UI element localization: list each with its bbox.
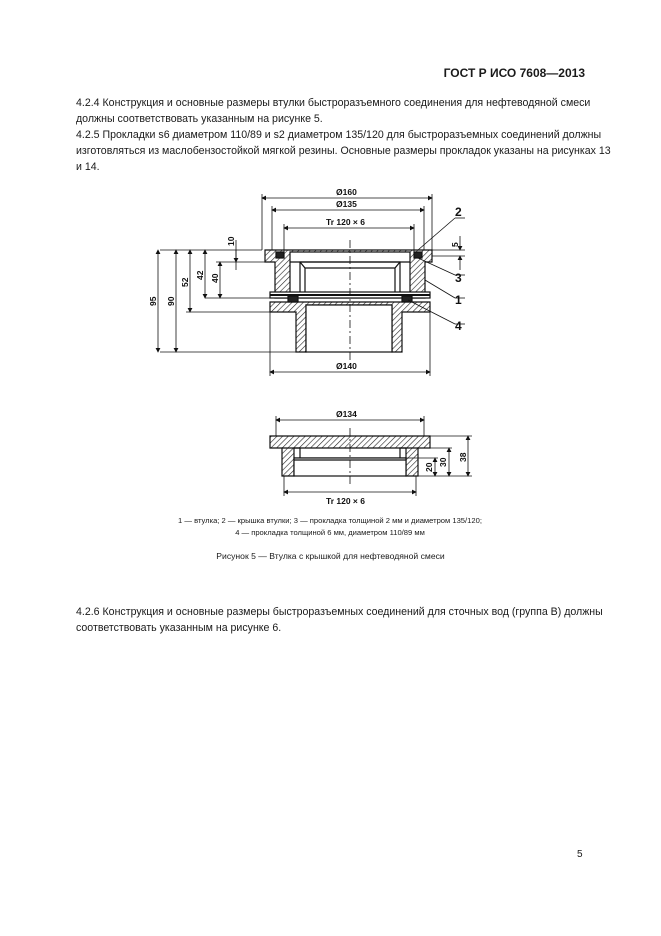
figure-legend: 1 — втулка; 2 — крышка втулки; 3 — прокл… [120,515,540,539]
assembly-view [264,240,433,360]
cap-dimensions [275,416,472,496]
dim-d134: Ø134 [336,409,357,419]
dim-52: 52 [180,277,190,287]
callout-1: 1 [455,293,462,307]
dim-5: 5 [450,242,460,247]
cap-view [269,428,431,484]
dim-thread-top: Tr 120 × 6 [326,217,365,227]
dim-30: 30 [438,457,448,467]
callout-3: 3 [455,271,462,285]
dim-95: 95 [148,296,158,306]
paragraph-4-2-6: 4.2.6 Конструкция и основные размеры быс… [76,606,603,634]
page-number: 5 [577,849,583,860]
dim-38: 38 [458,452,468,462]
dim-42: 42 [195,270,205,280]
dim-10: 10 [226,236,236,246]
assembly-dimension-labels: Ø160 Ø135 Tr 120 × 6 Ø140 95 90 52 42 40… [148,187,462,371]
standard-header: ГОСТ Р ИСО 7608—2013 [443,66,585,80]
callout-2: 2 [455,205,462,219]
dim-90: 90 [166,296,176,306]
dim-thread-bottom: Tr 120 × 6 [326,496,365,506]
cap-dimension-labels: Ø134 Tr 120 × 6 20 30 38 [326,409,468,506]
dim-d135: Ø135 [336,199,357,209]
paragraph-4-2-5: 4.2.5 Прокладки s6 диаметром 110/89 и s2… [76,129,611,173]
dim-40: 40 [210,273,220,283]
callout-4: 4 [455,319,462,333]
legend-line-2: 4 — прокладка толщиной 6 мм, диаметром 1… [235,528,425,537]
dim-d140: Ø140 [336,361,357,371]
paragraph-4-2-4: 4.2.4 Конструкция и основные размеры вту… [76,97,591,125]
legend-line-1: 1 — втулка; 2 — крышка втулки; 3 — прокл… [178,516,482,525]
dim-d160: Ø160 [336,187,357,197]
assembly-dimensions [155,194,465,376]
dim-20: 20 [424,462,434,472]
figure-caption: Рисунок 5 — Втулка с крышкой для нефтево… [216,551,445,561]
